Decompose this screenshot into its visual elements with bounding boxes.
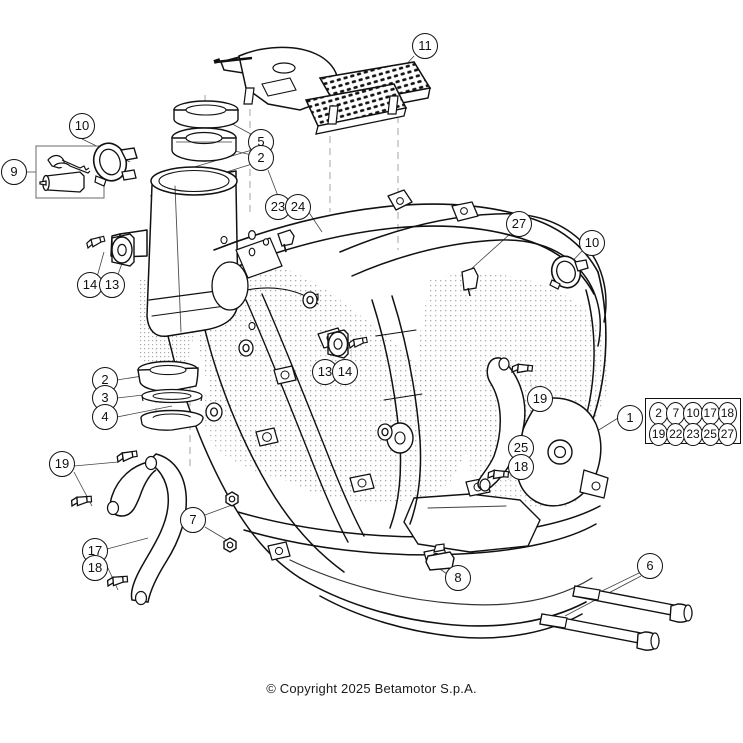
part-14-bolt-left bbox=[85, 235, 107, 249]
callout-14-bolt-left[interactable]: 14 bbox=[77, 272, 103, 298]
legend-chip[interactable]: 22 bbox=[666, 423, 686, 446]
part-18-nut-left bbox=[106, 575, 129, 587]
part-19-bolt-left-a bbox=[116, 450, 139, 463]
legend-chip[interactable]: 23 bbox=[683, 423, 703, 446]
callout-19-bolt-right[interactable]: 19 bbox=[527, 386, 553, 412]
part-17-side-guard bbox=[106, 453, 188, 606]
callout-2-upper-bearing[interactable]: 2 bbox=[248, 145, 274, 171]
legend-chip[interactable]: 17 bbox=[700, 402, 720, 425]
part-10-clamp-right bbox=[549, 255, 589, 290]
part-3-seal-ring bbox=[141, 388, 203, 404]
part-9-lock-and-keys bbox=[35, 145, 105, 199]
part-19-bolt-left-b bbox=[70, 495, 93, 507]
part-4-dust-seal bbox=[140, 409, 204, 431]
legend-chip[interactable]: 18 bbox=[717, 402, 738, 425]
part-11-footpeg-assembly bbox=[213, 46, 432, 135]
copyright-notice: © Copyright 2025 Betamotor S.p.A. bbox=[266, 681, 477, 696]
part-13-bushing-center bbox=[327, 329, 349, 359]
callout-1-frame-assembly[interactable]: 1 bbox=[617, 405, 643, 431]
callout-27-frame-detail[interactable]: 27 bbox=[506, 211, 532, 237]
callout-9-lock-and-keys[interactable]: 9 bbox=[1, 159, 27, 185]
callout-7-hex-nuts[interactable]: 7 bbox=[180, 507, 206, 533]
callout-19-bolt-left[interactable]: 19 bbox=[49, 451, 75, 477]
callout-10-clamp-right[interactable]: 10 bbox=[579, 230, 605, 256]
part-23-cable-guide bbox=[248, 230, 257, 257]
callout-14-bolt-center[interactable]: 14 bbox=[332, 359, 358, 385]
frame-bosses bbox=[205, 291, 393, 441]
part-13-bushing-left bbox=[111, 233, 135, 267]
part-7-hex-nut-b bbox=[223, 537, 237, 553]
callout-18-nut-left[interactable]: 18 bbox=[82, 555, 108, 581]
callout-4-dust-seal[interactable]: 4 bbox=[92, 404, 118, 430]
legend-group-box: 2 7 10 17 18 19 22 23 25 27 bbox=[645, 398, 741, 446]
part-10-clamp-left bbox=[92, 142, 138, 187]
callout-18-nut-right[interactable]: 18 bbox=[508, 454, 534, 480]
legend-row-1: 2 7 10 17 18 bbox=[649, 402, 738, 425]
callout-11-footpeg-bracket[interactable]: 11 bbox=[412, 33, 438, 59]
part-2-lower-bearing bbox=[137, 360, 199, 392]
legend-row-2: 19 22 23 25 27 bbox=[649, 423, 738, 446]
part-5-bearing-cover bbox=[173, 100, 239, 129]
callout-24-cable-clip[interactable]: 24 bbox=[285, 194, 311, 220]
callout-6-long-bolts[interactable]: 6 bbox=[637, 553, 663, 579]
callout-8-cable-clip-lower[interactable]: 8 bbox=[445, 565, 471, 591]
legend-chip[interactable]: 19 bbox=[649, 423, 669, 446]
callout-13-bushing-center[interactable]: 13 bbox=[312, 359, 338, 385]
callout-13-bushing-left[interactable]: 13 bbox=[99, 272, 125, 298]
legend-chip[interactable]: 27 bbox=[717, 423, 738, 446]
legend-chip[interactable]: 25 bbox=[700, 423, 720, 446]
part-6-long-bolt-b bbox=[539, 613, 660, 651]
part-6-long-bolt-a bbox=[572, 585, 693, 623]
callout-10-clamp-left[interactable]: 10 bbox=[69, 113, 95, 139]
part-2-upper-bearing bbox=[171, 127, 237, 162]
part-27-frame-detail bbox=[461, 267, 479, 297]
part-7-hex-nut-a bbox=[225, 491, 239, 507]
legend-chip[interactable]: 10 bbox=[683, 402, 703, 425]
